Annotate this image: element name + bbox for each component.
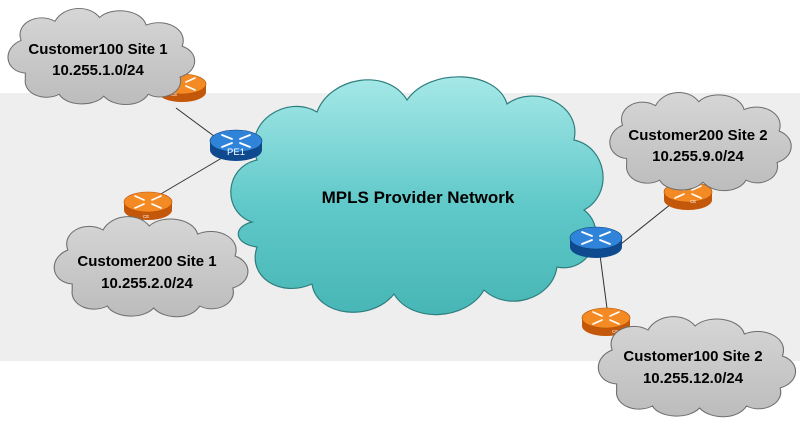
ce-router-tag: CE bbox=[690, 199, 696, 204]
ce-router-2: CE bbox=[123, 191, 173, 221]
link-ce2-pe1 bbox=[153, 151, 233, 199]
ce-router-4: CE bbox=[581, 307, 631, 337]
pe-router-2 bbox=[569, 226, 623, 259]
site-cloud-customer100-site2: Customer100 Site 2 10.255.12.0/24 bbox=[597, 316, 797, 418]
site-cloud-customer100-site1: Customer100 Site 1 10.255.1.0/24 bbox=[7, 7, 196, 106]
site-subnet: 10.255.9.0/24 bbox=[652, 148, 744, 165]
site-name: Customer100 Site 1 bbox=[28, 41, 167, 58]
site-name: Customer100 Site 2 bbox=[623, 348, 762, 365]
site-subnet: 10.255.12.0/24 bbox=[643, 370, 744, 387]
site-cloud-customer200-site1: Customer200 Site 1 10.255.2.0/24 bbox=[53, 216, 249, 318]
link-pe2-ce4 bbox=[599, 254, 609, 317]
ce-router-tag: CE bbox=[143, 214, 149, 219]
site-subnet: 10.255.1.0/24 bbox=[52, 62, 144, 79]
ce-router-3: CE bbox=[663, 181, 713, 211]
site-subnet: 10.255.2.0/24 bbox=[101, 275, 193, 292]
pe-router-1: PE1 bbox=[209, 129, 263, 162]
ce-router-tag: CE bbox=[171, 92, 177, 97]
pe-router-label: PE1 bbox=[227, 147, 245, 158]
site-cloud-customer200-site2: Customer200 Site 2 10.255.9.0/24 bbox=[609, 92, 792, 192]
site-name: Customer200 Site 2 bbox=[628, 127, 767, 144]
ce-router-tag: CE bbox=[612, 329, 618, 334]
provider-network-label: MPLS Provider Network bbox=[322, 188, 515, 207]
ce-router-1: CE bbox=[157, 73, 207, 103]
site-name: Customer200 Site 1 bbox=[77, 253, 216, 270]
link-pe2-ce3 bbox=[615, 199, 677, 249]
provider-cloud: MPLS Provider Network bbox=[230, 76, 604, 316]
